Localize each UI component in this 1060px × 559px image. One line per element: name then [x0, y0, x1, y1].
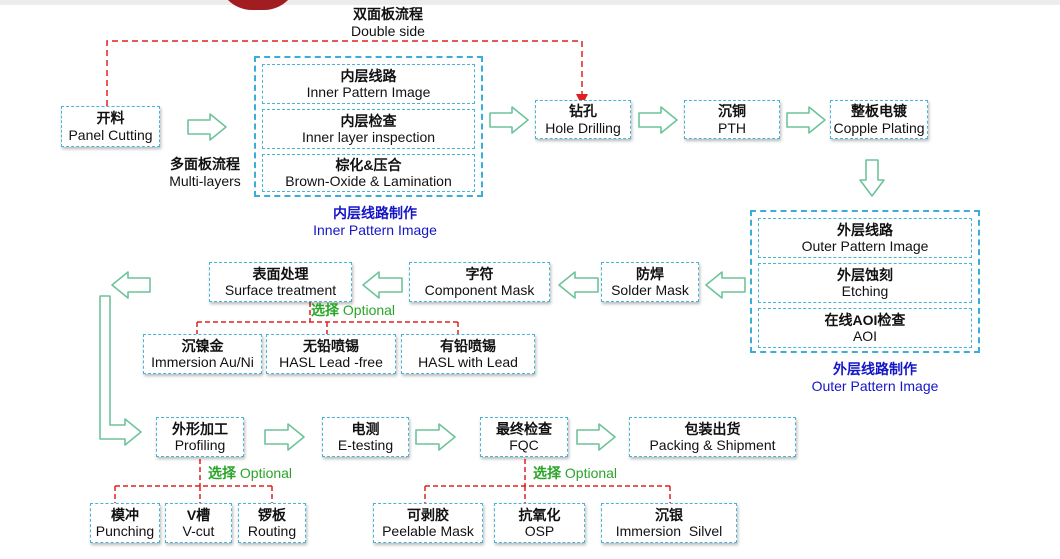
- top-bar: [0, 0, 1060, 5]
- fqc-optional-label: 选择 Optional: [533, 465, 618, 481]
- double-side-label: 双面板流程 Double side: [351, 6, 425, 39]
- option-osp[interactable]: 抗氧化 OSP: [494, 503, 585, 543]
- step-aoi[interactable]: 在线AOI检查 AOI: [758, 308, 972, 348]
- inner-pattern-group: 内层线路 Inner Pattern Image 内层检查 Inner laye…: [254, 56, 483, 197]
- step-etching[interactable]: 外层蚀刻 Etching: [758, 263, 972, 303]
- arrow-down-icon: [859, 159, 885, 197]
- option-punching[interactable]: 模冲 Punching: [90, 503, 160, 543]
- arrow-right-icon: [415, 423, 456, 451]
- arrow-right-icon: [264, 423, 305, 451]
- arrow-right-icon: [489, 106, 529, 134]
- inner-group-caption: 内层线路制作 Inner Pattern Image: [313, 205, 437, 238]
- arrow-return-icon: [111, 271, 151, 299]
- arrow-right-icon: [786, 106, 826, 134]
- header-tab: [218, 0, 298, 10]
- step-component-mask[interactable]: 字符 Component Mask: [409, 262, 550, 302]
- step-profiling[interactable]: 外形加工 Profiling: [156, 417, 244, 457]
- arrow-left-icon: [362, 271, 403, 299]
- arrow-left-icon: [705, 271, 746, 299]
- option-peelable-mask[interactable]: 可剥胶 Peelable Mask: [373, 503, 483, 543]
- step-inner-pattern-image[interactable]: 内层线路 Inner Pattern Image: [262, 64, 475, 104]
- arrow-right-icon: [187, 113, 227, 141]
- step-brown-oxide-lamination[interactable]: 棕化&压合 Brown-Oxide & Lamination: [262, 154, 475, 192]
- step-pth[interactable]: 沉铜 PTH: [684, 100, 780, 139]
- option-hasl-lead-free[interactable]: 无铅喷锡 HASL Lead -free: [266, 334, 396, 374]
- step-copple-plating[interactable]: 整板电镀 Copple Plating: [830, 100, 928, 139]
- option-immersion-au-ni[interactable]: 沉镍金 Immersion Au/Ni: [143, 334, 262, 374]
- arrow-down-bend-icon: [99, 295, 142, 446]
- surface-optional-label: 选择 Optional: [311, 302, 396, 318]
- step-hole-drilling[interactable]: 钻孔 Hole Drilling: [535, 100, 631, 139]
- option-v-cut[interactable]: V槽 V-cut: [165, 503, 232, 543]
- outer-pattern-group: 外层线路 Outer Pattern Image 外层蚀刻 Etching 在线…: [750, 210, 980, 353]
- option-routing[interactable]: 锣板 Routing: [238, 503, 306, 543]
- arrow-left-icon: [558, 271, 599, 299]
- arrow-right-icon: [576, 423, 616, 451]
- step-fqc[interactable]: 最终检查 FQC: [480, 417, 568, 457]
- option-hasl-with-lead[interactable]: 有铅喷锡 HASL with Lead: [401, 334, 535, 374]
- outer-group-caption: 外层线路制作 Outer Pattern Image: [811, 361, 939, 394]
- step-surface-treatment[interactable]: 表面处理 Surface treatment: [209, 262, 352, 302]
- arrow-right-icon: [638, 106, 678, 134]
- step-solder-mask[interactable]: 防焊 Solder Mask: [601, 262, 699, 302]
- step-inner-layer-inspection[interactable]: 内层检查 Inner layer inspection: [262, 109, 475, 149]
- step-outer-pattern-image[interactable]: 外层线路 Outer Pattern Image: [758, 218, 972, 258]
- surface-options-bracket: [196, 302, 459, 334]
- multi-layers-label: 多面板流程 Multi-layers: [169, 156, 241, 189]
- profiling-optional-label: 选择 Optional: [208, 465, 293, 481]
- step-e-testing[interactable]: 电测 E-testing: [322, 417, 409, 457]
- profiling-options-bracket: [114, 459, 273, 503]
- double-side-link: [106, 40, 588, 106]
- step-packing-shipment[interactable]: 包装出货 Packing & Shipment: [629, 417, 796, 457]
- option-immersion-silver[interactable]: 沉银 Immersion Silvel: [601, 503, 737, 543]
- fqc-options-bracket: [424, 459, 671, 503]
- step-panel-cutting[interactable]: 开料 Panel Cutting: [61, 106, 160, 147]
